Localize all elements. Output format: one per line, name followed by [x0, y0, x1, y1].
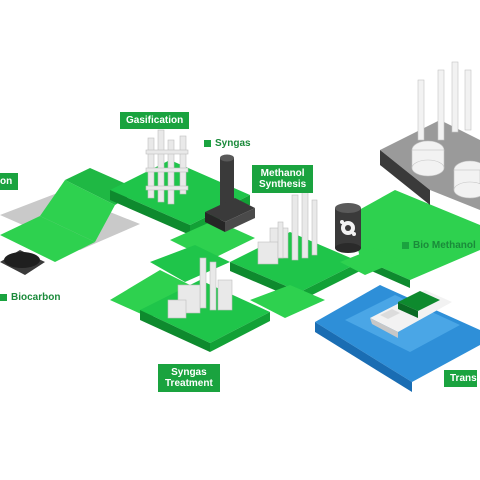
lower-left-green-path-2: [150, 245, 230, 282]
syngas-treatment-platform-top: [140, 280, 270, 343]
transport-label-text: Trans: [450, 373, 477, 384]
syngas-marker-text: Syngas: [215, 138, 251, 149]
ship-icon: [370, 290, 452, 338]
gasification-label: Gasification: [120, 112, 190, 129]
mid-green-connector: [250, 285, 325, 318]
left-partial-label: on: [0, 173, 19, 190]
syngas-marker-square: [204, 140, 211, 147]
syngas-treatment-label: Syngas Treatment: [158, 364, 220, 392]
syngas-treatment-line2: Treatment: [165, 378, 213, 389]
bio-methanol-marker: Bio Methanol: [402, 240, 476, 251]
biocarbon-pile-icon: [0, 250, 45, 275]
biocarbon-marker-text: Biocarbon: [11, 292, 61, 303]
biocarbon-marker: Biocarbon: [0, 292, 60, 303]
syngas-marker: Syngas: [204, 138, 251, 149]
methanol-platform-front: [300, 262, 360, 301]
bio-methanol-marker-square: [402, 242, 409, 249]
biocarbon-marker-square: [0, 294, 7, 301]
gasification-label-text: Gasification: [126, 115, 184, 126]
tank-farm-side: [380, 150, 430, 205]
path-to-water: [340, 248, 400, 275]
water-side: [315, 322, 412, 392]
syngas-treatment-platform-front: [210, 312, 270, 352]
methanol-synthesis-line1: Methanol: [260, 168, 305, 179]
transport-label: Trans: [444, 370, 477, 387]
methanol-plant-icon: [257, 187, 318, 265]
gasification-platform-side: [110, 190, 190, 235]
lower-left-green-path: [110, 270, 200, 318]
left-green-path: [0, 216, 95, 262]
tank-farm-icon: [411, 61, 480, 199]
left-partial-label-text: on: [0, 176, 13, 187]
syngas-treatment-platform-side: [140, 310, 210, 352]
bio-methanol-marker-text: Bio Methanol: [413, 240, 476, 251]
methanol-synthesis-line2: Synthesis: [259, 179, 307, 190]
syngas-treatment-line1: Syngas: [171, 367, 207, 378]
left-green-path-2: [40, 180, 115, 242]
gasification-plant-icon: [145, 129, 189, 205]
methanol-synthesis-label: Methanol Synthesis: [252, 165, 314, 193]
bio-methanol-tank-icon: [335, 203, 361, 253]
syngas-tank-icon: [205, 154, 255, 232]
syngas-treatment-plant-icon: [167, 257, 233, 319]
